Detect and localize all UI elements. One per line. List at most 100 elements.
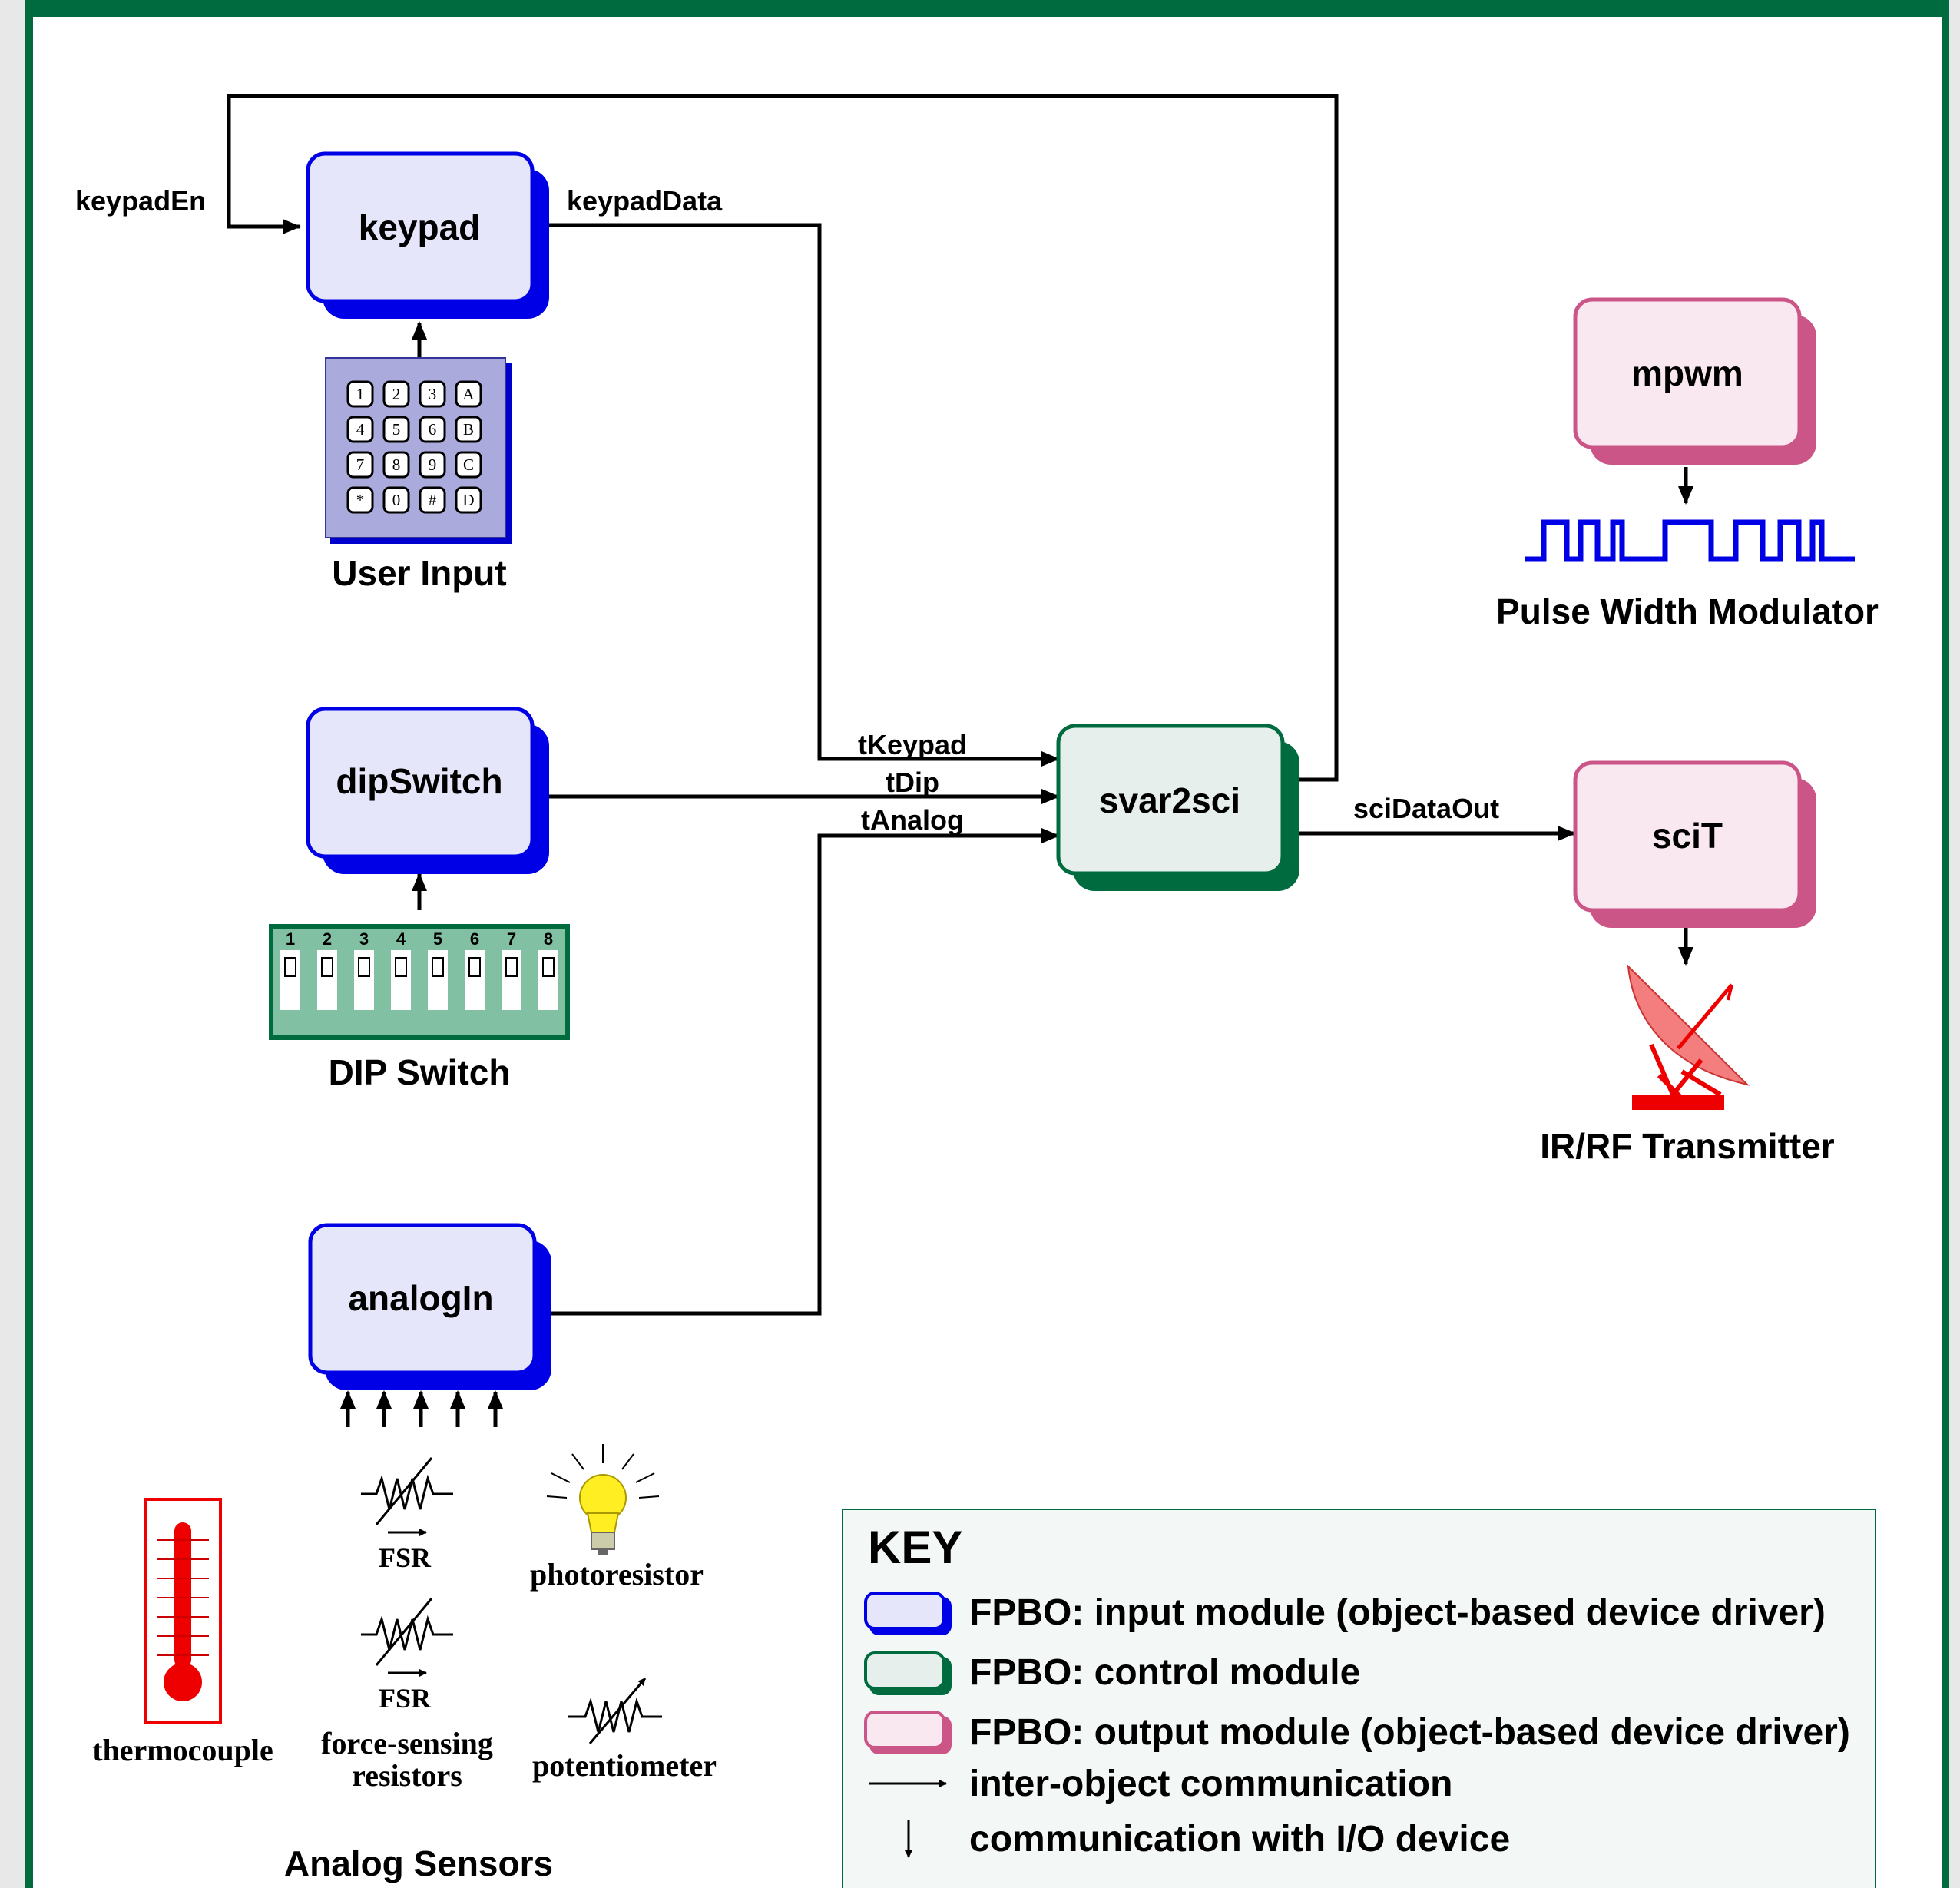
- sciT-label: sciT: [1652, 816, 1723, 856]
- analogIn-module[interactable]: analogIn: [308, 1223, 551, 1390]
- potentiometer-label: potentiometer: [532, 1748, 717, 1783]
- dip-switch-5: 5: [428, 929, 448, 1010]
- keypad-key-9: 7: [346, 451, 374, 479]
- keypad-key-label: 9: [429, 455, 437, 474]
- analog-sensors-caption: Analog Sensors: [284, 1843, 553, 1883]
- legend-control-swatch: [864, 1651, 945, 1690]
- mpwm-label: mpwm: [1631, 353, 1743, 393]
- keypad-key-label: #: [429, 491, 437, 509]
- dip-switch-number: 6: [470, 929, 479, 949]
- fsr-icon-2: [361, 1598, 453, 1677]
- keypad-key-12: C: [455, 451, 482, 479]
- keypad-key-label: 0: [392, 491, 401, 509]
- legend-control-text: FPBO: control module: [969, 1652, 1360, 1693]
- dip-switch-number: 7: [507, 929, 516, 949]
- dip-switch-number: 8: [544, 929, 553, 949]
- keypad-key-label: 2: [392, 385, 401, 403]
- keypad-key-label: 8: [392, 455, 401, 474]
- signal-tDip: tDip: [886, 767, 939, 798]
- dipSwitch-module[interactable]: dipSwitch: [306, 707, 549, 874]
- pwm-waveform-icon: [1525, 519, 1855, 562]
- sciT-module[interactable]: sciT: [1573, 760, 1816, 928]
- keypad-key-2: 2: [382, 380, 410, 408]
- frame-top-bar: [25, 0, 1949, 17]
- keypad-key-label: B: [463, 420, 474, 439]
- keypad-key-6: 5: [382, 416, 410, 443]
- signal-keypadEn: keypadEn: [75, 185, 206, 217]
- keypad-device-icon: 1 2 3 A 4 5 6 B 7 8 9 C * 0 # D: [325, 357, 512, 544]
- tKeypad-connector: [549, 223, 1060, 767]
- keypad-key-label: C: [463, 455, 474, 474]
- keypad-key-label: 1: [356, 385, 365, 403]
- keypad-key-label: 5: [392, 420, 401, 439]
- signal-sciDataOut: sciDataOut: [1353, 793, 1499, 824]
- photoresistor-label: photoresistor: [530, 1557, 704, 1592]
- dip-switch-number: 3: [359, 929, 369, 949]
- tAnalog-connector: [551, 828, 1060, 1316]
- keypad-key-10: 8: [382, 451, 410, 479]
- legend-output-swatch: [864, 1711, 945, 1749]
- frame-right-border: [1942, 0, 1949, 1888]
- lightbulb-icon: [546, 1444, 660, 1555]
- dip-switch-1: 1: [280, 929, 300, 1010]
- transmitter-caption: IR/RF Transmitter: [1540, 1126, 1835, 1166]
- svar2sci-module[interactable]: svar2sci: [1056, 724, 1299, 891]
- legend-input-text: FPBO: input module (object-based device …: [969, 1592, 1826, 1633]
- legend-io-text: communication with I/O device: [969, 1819, 1510, 1860]
- legend-title: KEY: [868, 1522, 962, 1573]
- keypad-key-13: *: [346, 486, 374, 514]
- resistors-label: resistors: [352, 1758, 462, 1793]
- signal-tKeypad: tKeypad: [858, 729, 967, 760]
- fsr-icon-1: [361, 1457, 453, 1536]
- pwm-caption: Pulse Width Modulator: [1496, 591, 1879, 631]
- mpwm-module[interactable]: mpwm: [1573, 297, 1816, 465]
- analogIn-label: analogIn: [348, 1278, 493, 1318]
- keypad-key-14: 0: [382, 486, 410, 514]
- dip-switch-number: 1: [286, 929, 295, 949]
- satellite-dish-icon: [1627, 964, 1750, 1110]
- keypad-key-8: B: [455, 416, 482, 443]
- keypad-key-16: D: [455, 486, 482, 514]
- keypad-key-4: A: [455, 380, 482, 408]
- dip-switch-number: 2: [323, 929, 332, 949]
- keypad-key-1: 1: [346, 380, 374, 408]
- keypad-key-15: #: [419, 486, 446, 514]
- legend-output-text: FPBO: output module (object-based device…: [969, 1712, 1850, 1753]
- keypad-key-7: 6: [419, 416, 446, 443]
- dip-switch-2: 2: [317, 929, 337, 1010]
- dip-switch-4: 4: [391, 929, 411, 1010]
- keypad-label: keypad: [359, 207, 481, 247]
- legend: KEY FPBO: input module (object-based dev…: [842, 1509, 1876, 1888]
- keypad-key-3: 3: [419, 380, 446, 408]
- svar2sci-label: svar2sci: [1099, 780, 1240, 820]
- keypad-key-label: 6: [429, 420, 437, 439]
- potentiometer-icon: [568, 1678, 662, 1744]
- dip-switch-6: 6: [465, 929, 485, 1010]
- thermometer-icon: [144, 1498, 222, 1724]
- user-input-caption: User Input: [332, 553, 506, 593]
- dip-switch-3: 3: [354, 929, 374, 1010]
- legend-inter-text: inter-object communication: [969, 1764, 1452, 1804]
- keypad-key-label: 3: [429, 385, 437, 403]
- frame-left-border: [25, 0, 33, 1888]
- keypad-module[interactable]: keypad: [306, 151, 549, 319]
- signal-keypadData: keypadData: [567, 185, 723, 217]
- dip-switch-number: 4: [396, 929, 406, 949]
- keypad-key-label: 7: [356, 455, 365, 474]
- keypad-key-label: 4: [356, 420, 365, 439]
- thermocouple-label: thermocouple: [92, 1733, 273, 1767]
- fsr-label-1: FSR: [379, 1542, 432, 1573]
- dip-switch-caption: DIP Switch: [329, 1052, 511, 1092]
- keypad-key-5: 4: [346, 416, 374, 443]
- dip-switch-icon: 1 2 3 4 5 6 7 8: [269, 924, 570, 1040]
- keypadEn-connector: [227, 94, 1339, 782]
- keypad-key-label: A: [462, 385, 475, 403]
- dip-switch-7: 7: [502, 929, 521, 1010]
- signal-tAnalog: tAnalog: [861, 804, 964, 836]
- fsr-label-2: FSR: [379, 1683, 432, 1714]
- keypad-key-label: D: [462, 491, 474, 509]
- dip-switch-8: 8: [538, 929, 558, 1010]
- dipSwitch-label: dipSwitch: [336, 761, 502, 801]
